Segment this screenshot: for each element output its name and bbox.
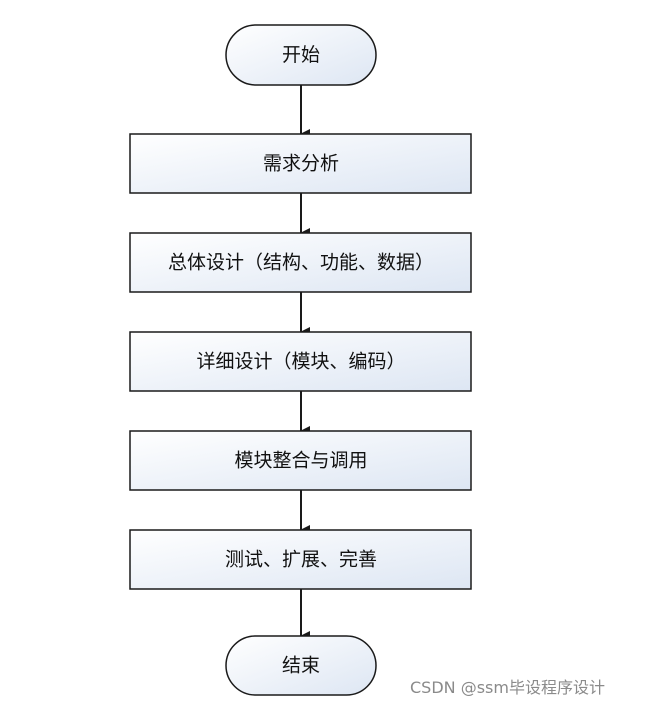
step-2-label: 总体设计（结构、功能、数据） bbox=[168, 252, 434, 274]
end-terminator bbox=[225, 635, 377, 696]
process-box-requirements-analysis bbox=[129, 133, 472, 194]
end-label: 结束 bbox=[282, 655, 320, 677]
step-3-label: 详细设计（模块、编码） bbox=[196, 351, 405, 373]
process-box-detailed-design bbox=[129, 331, 472, 392]
process-box-testing bbox=[129, 529, 472, 590]
watermark-text: CSDN @ssm毕设程序设计 bbox=[410, 678, 605, 697]
step-4-label: 模块整合与调用 bbox=[234, 450, 367, 472]
step-1-label: 需求分析 bbox=[263, 153, 339, 175]
start-label: 开始 bbox=[282, 44, 320, 66]
process-box-module-integration bbox=[129, 430, 472, 491]
step-5-label: 测试、扩展、完善 bbox=[225, 549, 377, 571]
